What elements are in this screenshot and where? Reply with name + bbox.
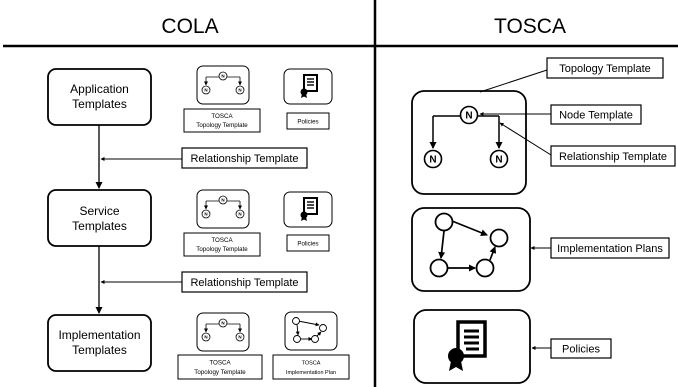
svg-text:N: N [221,74,224,79]
svg-text:Implementation Plans: Implementation Plans [557,243,663,255]
svg-text:TOSCA: TOSCA [302,361,321,367]
svg-text:N: N [204,212,207,217]
svg-text:N: N [238,88,241,93]
implementation-plan-icon [284,311,338,351]
application-templates-box: Application Templates [47,68,152,126]
policies-icon-2 [283,191,333,228]
node-right: N [489,149,509,169]
svg-text:N: N [221,198,224,203]
policies-label-tosca: Policies [550,338,612,359]
svg-text:Policies: Policies [562,344,600,356]
svg-text:N: N [221,321,224,326]
topology-template-icon-2: N N N [196,189,250,229]
topology-template-icon-1: N N N [196,65,250,105]
topology-caption-2: TOSCA Topology Template [183,232,261,257]
svg-text:Policies: Policies [297,241,318,248]
service-templates-line2: Templates [72,219,127,233]
policies-caption-1: Policies [286,112,330,130]
svg-text:Topology Template: Topology Template [196,246,248,253]
node-left: N [423,149,443,169]
application-templates-line2: Templates [72,97,127,111]
svg-text:N: N [204,335,207,340]
implementation-templates-box: Implementation Templates [47,314,152,372]
topology-template-icon-3: N N N [196,312,250,352]
svg-text:Policies: Policies [297,119,318,126]
node-template-label: Node Template [550,104,642,125]
tosca-header: TOSCA [494,15,566,38]
relationship-template-label-1: Relationship Template [190,153,298,165]
svg-text:N: N [429,155,436,166]
svg-text:N: N [465,111,472,122]
topology-template-label: Topology Template [546,57,664,79]
topology-caption-3: TOSCA Topology Template [177,354,263,380]
cola-header: COLA [161,15,218,38]
svg-text:TOSCA: TOSCA [211,237,233,244]
relationship-template-box-2: Relationship Template [181,271,308,293]
policies-caption-2: Policies [286,234,330,252]
implementation-templates-line1: Implementation [58,328,140,342]
svg-text:TOSCA: TOSCA [209,360,231,367]
svg-text:N: N [238,212,241,217]
callout-relationship [499,122,552,156]
svg-text:N: N [238,335,241,340]
callout-topology [479,69,548,93]
relationship-template-box-1: Relationship Template [181,147,308,169]
implementation-plan-caption: TOSCA Implementation Plan [272,354,350,380]
topology-caption-1: TOSCA Topology Template [183,108,261,133]
svg-text:Implementation Plan: Implementation Plan [286,370,336,376]
implementation-plans-box [411,207,531,292]
service-templates-line1: Service [79,204,119,218]
relationship-template-label-2: Relationship Template [190,277,298,289]
svg-text:TOSCA: TOSCA [211,113,233,120]
application-templates-line1: Application [70,82,129,96]
svg-text:Relationship Template: Relationship Template [559,151,667,163]
service-templates-box: Service Templates [47,189,152,247]
relationship-template-label-tosca: Relationship Template [550,145,676,167]
node-top: N [459,105,479,125]
implementation-templates-line2: Templates [72,343,127,357]
implementation-plans-label: Implementation Plans [550,237,670,259]
svg-text:Node Template: Node Template [559,110,633,122]
policies-icon-1 [283,68,333,105]
svg-text:Topology Template: Topology Template [194,369,246,376]
svg-text:Topology Template: Topology Template [559,63,651,75]
svg-text:N: N [495,155,502,166]
policy-document-icon [448,320,487,371]
svg-text:N: N [204,88,207,93]
svg-text:Topology Template: Topology Template [196,122,248,129]
